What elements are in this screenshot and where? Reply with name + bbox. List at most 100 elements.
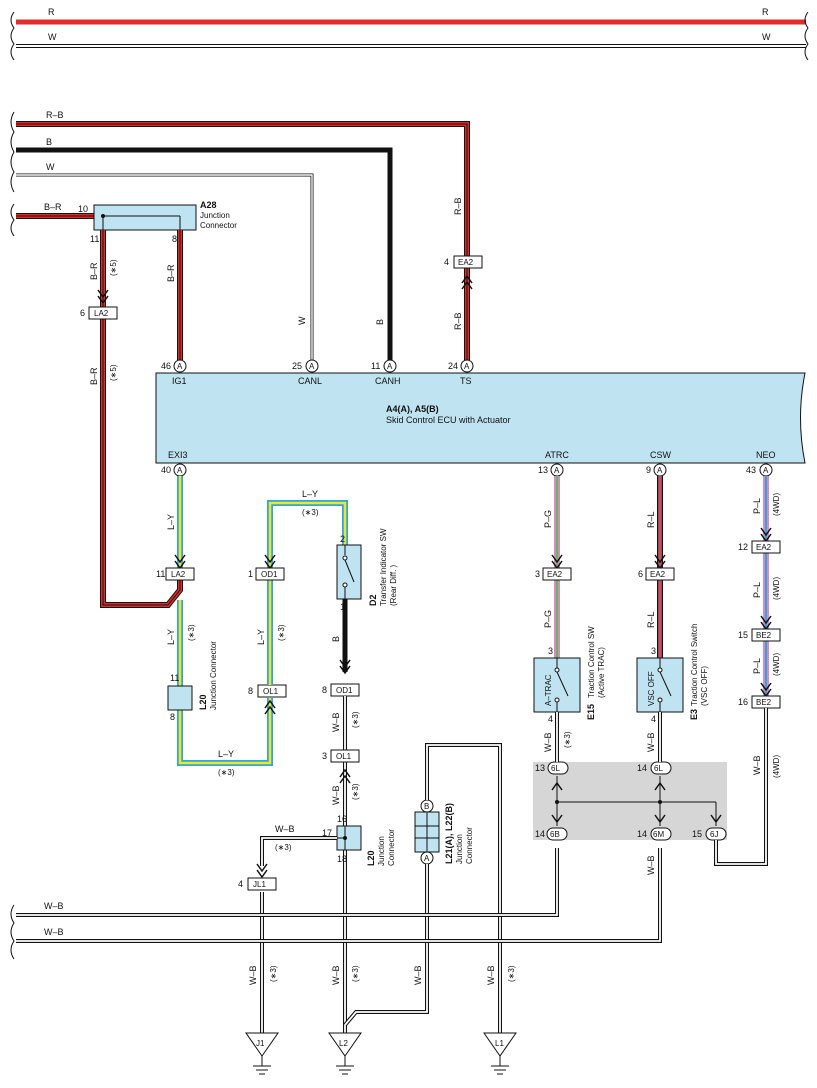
br-label-v: B–R xyxy=(89,367,99,385)
terminal-canl: CANL xyxy=(298,376,322,386)
note-label: (∗3) xyxy=(218,768,235,777)
pin-label: 8 xyxy=(170,712,175,722)
b-label-v: B xyxy=(331,636,341,642)
svg-text:A: A xyxy=(177,466,183,475)
pin-label: 16 xyxy=(337,814,347,824)
svg-text:J1: J1 xyxy=(256,1039,265,1048)
connector-la2-upper xyxy=(88,306,118,320)
rb-label-v2: R–B xyxy=(453,312,463,330)
pl-label-v: P–L xyxy=(752,658,762,674)
note-label: (∗3) xyxy=(351,965,360,982)
connector-label: BE2 xyxy=(756,698,772,707)
b-label-v: B xyxy=(375,319,385,325)
connector-ea2-ts xyxy=(453,255,483,269)
d2-desc: Transfer Indicator SW xyxy=(379,528,388,606)
svg-text:46: 46 xyxy=(161,361,171,371)
ecu-desc: Skid Control ECU with Actuator xyxy=(386,415,511,425)
note-4wd: (4WD) xyxy=(772,653,781,676)
svg-text:14: 14 xyxy=(535,829,545,839)
connector-ea2-neo xyxy=(751,540,781,554)
connector-arrow xyxy=(339,659,351,675)
connector-label: OL1 xyxy=(336,752,352,761)
pin-label: 6 xyxy=(80,308,85,318)
note-4wd: (4WD) xyxy=(772,755,781,778)
note-label: (∗5) xyxy=(109,259,118,276)
wb-label-v: W–B xyxy=(646,855,656,875)
note-label: (∗3) xyxy=(563,731,572,748)
ly-label: L–Y xyxy=(302,489,318,499)
ly-label-v: L–Y xyxy=(166,514,176,530)
br-label-v: B–R xyxy=(89,262,99,280)
svg-text:A: A xyxy=(657,466,663,475)
pin-label: 8 xyxy=(248,686,253,696)
ly-wire-d2 xyxy=(267,500,348,685)
svg-text:9: 9 xyxy=(646,465,651,475)
wb-label: W–B xyxy=(275,824,295,834)
e3-desc: (VSC OFF) xyxy=(700,666,709,706)
ecu-pin-atrc: A 13 xyxy=(538,463,564,477)
break-mark xyxy=(10,203,15,237)
connector-label: JL1 xyxy=(253,880,266,889)
terminal-ts: TS xyxy=(460,376,472,386)
pin-label: 10 xyxy=(78,204,88,214)
note-label: (∗3) xyxy=(187,624,196,641)
svg-text:L2: L2 xyxy=(339,1039,348,1048)
pg-label-v: P–G xyxy=(543,510,553,528)
connector-label: EA2 xyxy=(458,258,474,267)
svg-text:14: 14 xyxy=(637,829,647,839)
pin-label: 1 xyxy=(248,569,253,579)
connector-6l-atrc: 6L 13 xyxy=(535,761,569,775)
rb-label: R–B xyxy=(46,110,64,120)
wb-bus-upper xyxy=(16,848,559,917)
pin-label: 4 xyxy=(548,714,553,724)
connector-arrow xyxy=(339,768,351,784)
top-r-label-right: R xyxy=(762,7,769,17)
pin-letter: A xyxy=(424,854,430,863)
ecu-pin-canh: A 11 xyxy=(371,359,397,373)
e3-desc: Traction Control Switch xyxy=(690,624,699,706)
note-label: (∗3) xyxy=(277,624,286,641)
pin-label: 8 xyxy=(172,234,177,244)
pl-label-v: P–L xyxy=(752,498,762,514)
top-r-label-left: R xyxy=(48,7,55,17)
d2-desc: (Rear Diff. ) xyxy=(389,564,398,606)
pin-label: 11 xyxy=(170,673,179,683)
pin-label: 17 xyxy=(322,828,332,838)
pin-label: 3 xyxy=(548,646,553,656)
svg-text:L1: L1 xyxy=(495,1039,504,1048)
br-label-v: B–R xyxy=(166,264,176,282)
connector-label: EA2 xyxy=(756,543,772,552)
note-label: (∗3) xyxy=(351,711,360,728)
wb-bus-label: W–B xyxy=(44,901,64,911)
connector-label: OD1 xyxy=(261,570,278,579)
connector-jl1 xyxy=(247,877,277,891)
wb-bus-lower xyxy=(16,848,662,943)
connector-label: EA2 xyxy=(650,570,666,579)
ground-l1: L1 xyxy=(483,1032,517,1075)
terminal-canh: CANH xyxy=(375,376,401,386)
wb-label-v: W–B xyxy=(413,965,423,985)
note-4wd: (4WD) xyxy=(772,493,781,516)
e15-desc: (Active TRAC) xyxy=(597,647,606,698)
note-label: (∗3) xyxy=(269,965,278,982)
pin-label: 12 xyxy=(738,542,748,552)
pin-label: 3 xyxy=(535,569,540,579)
break-mark xyxy=(10,11,15,61)
pin-letter: B xyxy=(424,802,429,811)
connector-label: LA2 xyxy=(94,309,109,318)
connector-label: LA2 xyxy=(171,570,186,579)
l21-desc: Junction xyxy=(455,834,464,864)
wb-wire-j1 xyxy=(260,836,337,1033)
connector-6m: 6M 14 xyxy=(637,827,672,841)
note-label: (∗3) xyxy=(302,508,319,517)
wb-label-v: W–B xyxy=(752,755,762,775)
e3-id: E3 xyxy=(689,709,699,720)
svg-text:25: 25 xyxy=(292,361,302,371)
e15-desc: Traction Control SW xyxy=(587,626,596,698)
a28-id: A28 xyxy=(200,200,217,210)
terminal-neo: NEO xyxy=(756,450,776,460)
e3-switch-label: VSC OFF xyxy=(647,671,656,706)
br-label: B–R xyxy=(44,202,62,212)
a28-desc: Connector xyxy=(200,221,237,230)
pin-label: 8 xyxy=(322,685,327,695)
